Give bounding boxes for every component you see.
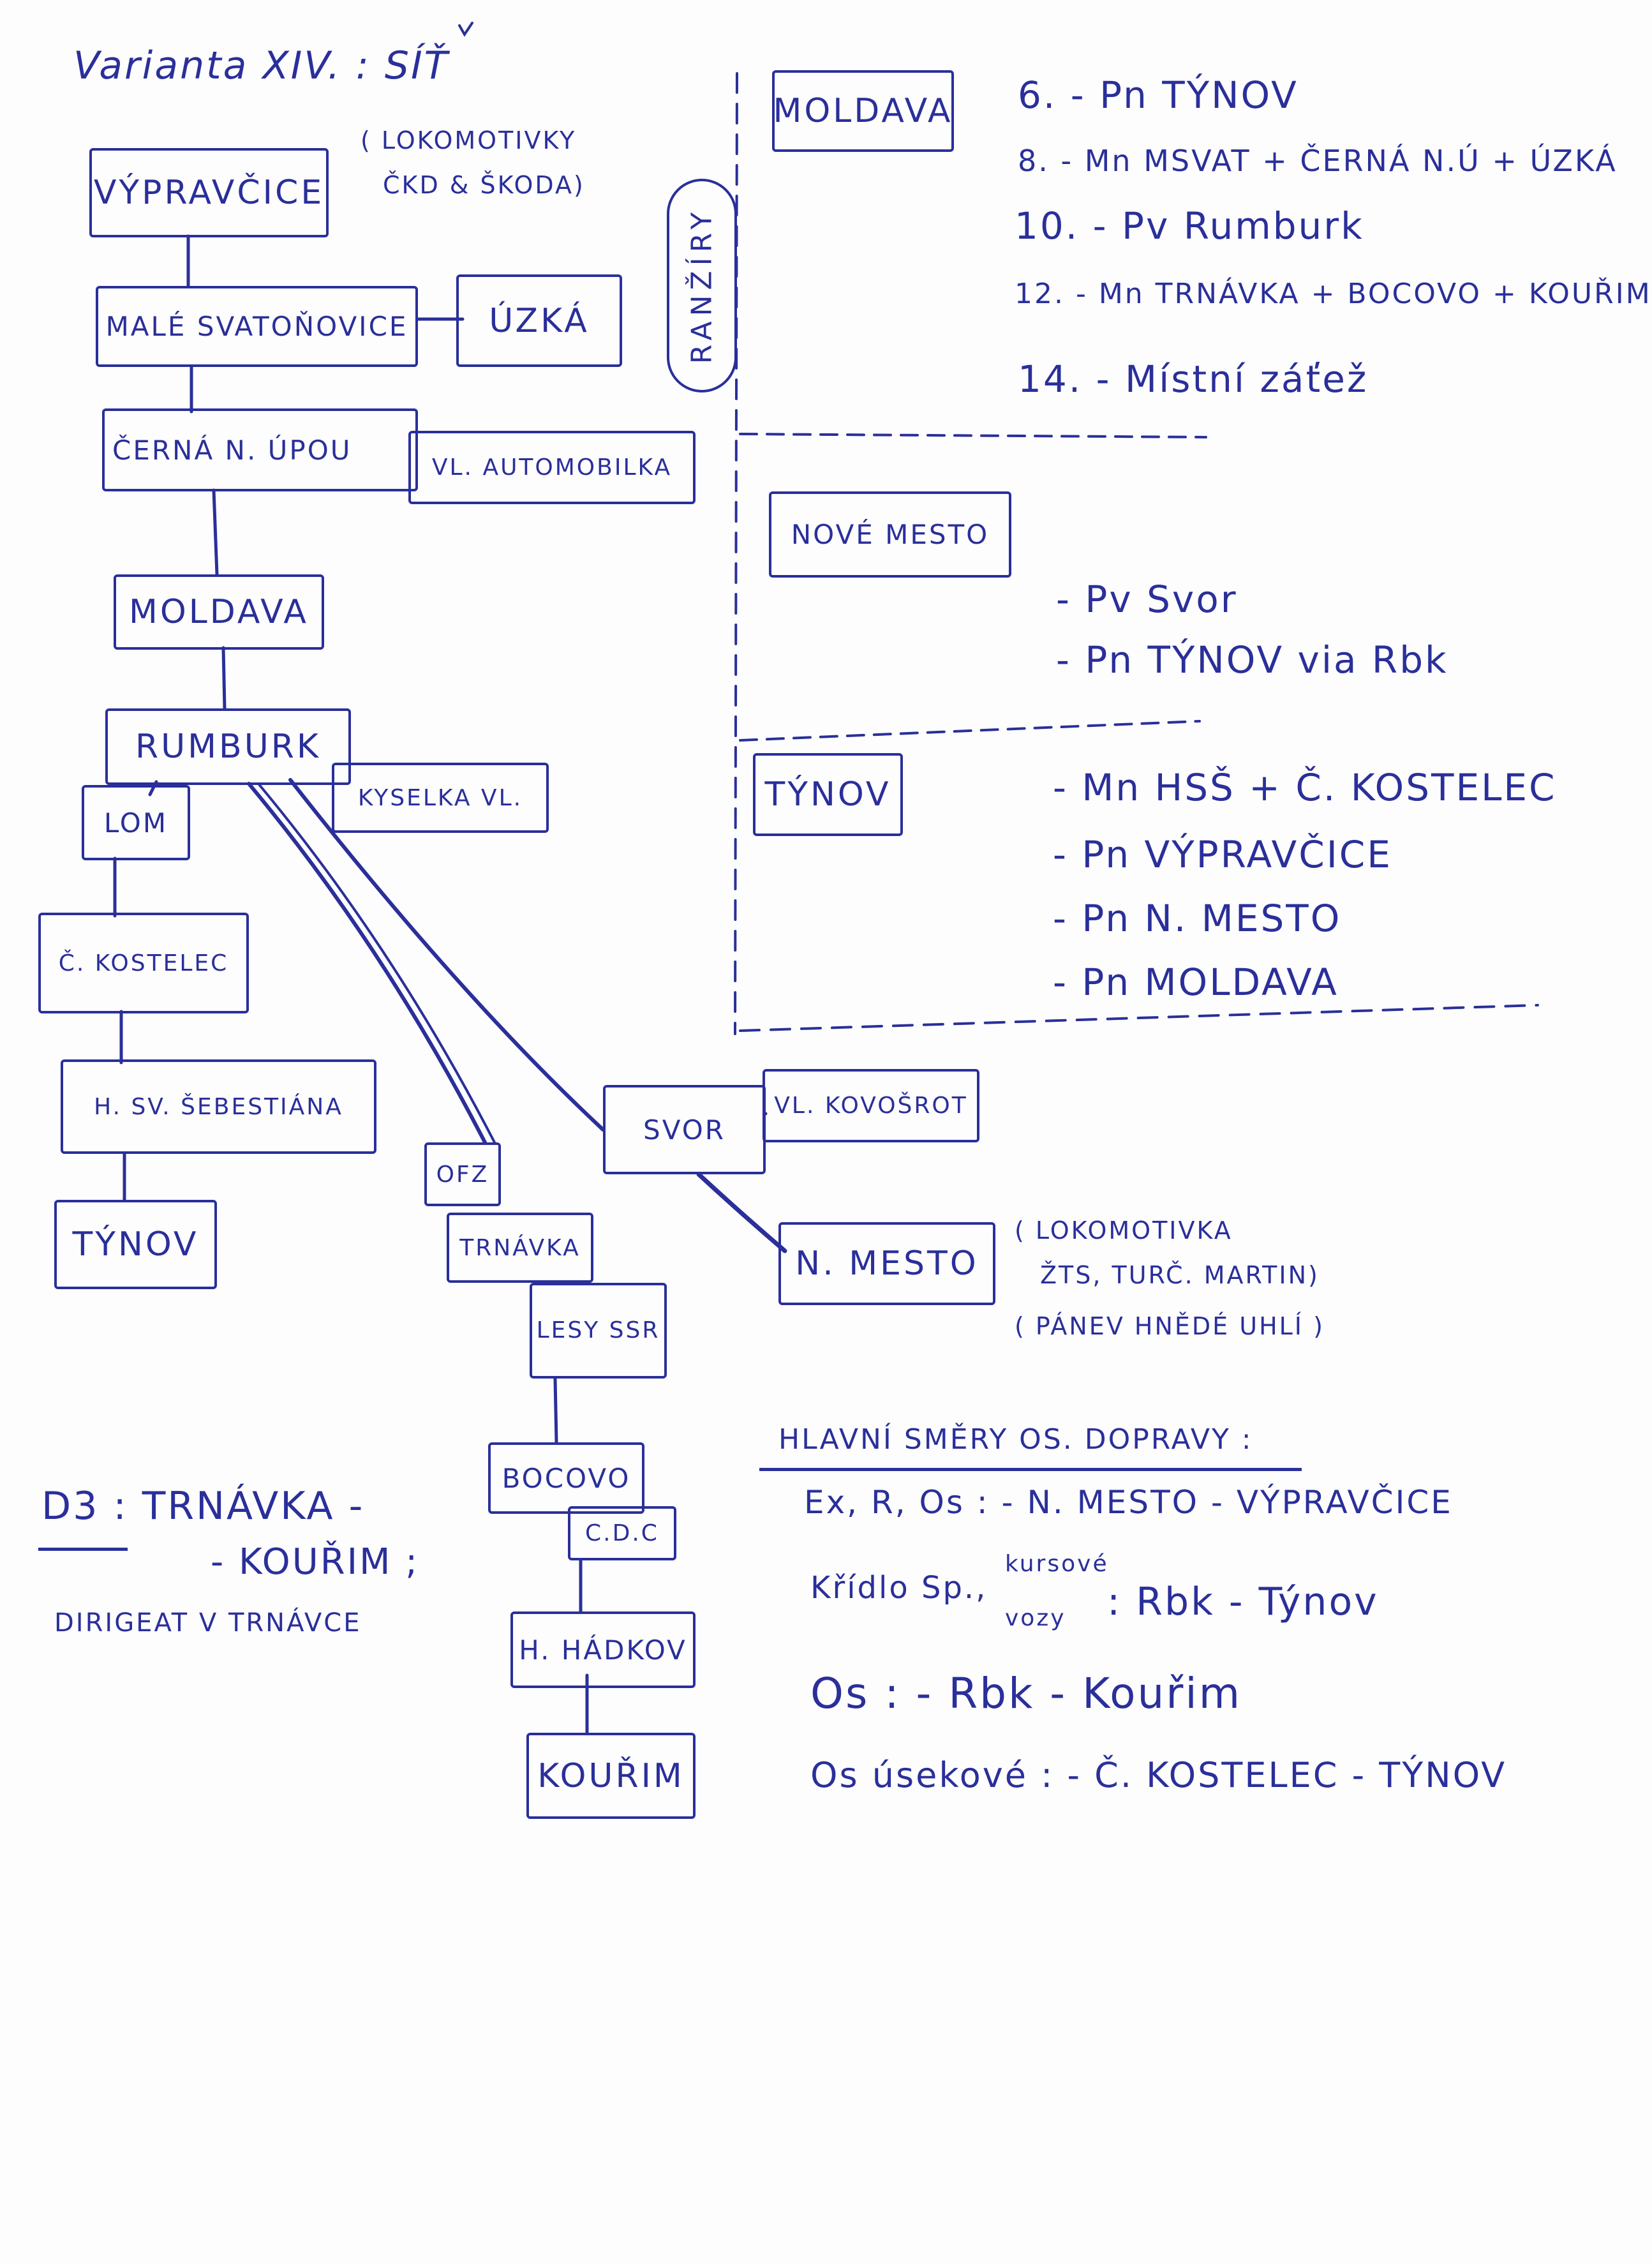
note-lokomotivka-1: ( LOKOMOTIVKA [1015, 1216, 1233, 1245]
traffic-heading: HLAVNÍ SMĚRY OS. DOPRAVY : [778, 1423, 1253, 1456]
station-cdc: C.D.C [568, 1506, 676, 1560]
station-uzka: ÚZKÁ [456, 274, 622, 367]
tynov-item: - Pn N. MESTO [1053, 897, 1342, 940]
traffic-line: : Rbk - Týnov [1107, 1580, 1379, 1624]
d3-note-line3: DIRIGEAT V TRNÁVCE [54, 1608, 362, 1638]
line-rumburk-svor [288, 778, 605, 1132]
line-cerna-moldava [212, 488, 219, 576]
moldava-item: 10. - Pv Rumburk [1015, 204, 1364, 248]
tynov-item: - Pn MOLDAVA [1053, 961, 1339, 1004]
note-lokomotivky-2: ČKD & ŠKODA) [383, 171, 585, 199]
note-panev: ( PÁNEV HNĚDÉ UHLÍ ) [1015, 1312, 1325, 1340]
depot-moldava: MOLDAVA [772, 70, 954, 152]
station-lesy-ssr: LESY SSR [530, 1283, 667, 1379]
title-hacek-mark [458, 22, 473, 37]
station-trnavka: TRNÁVKA [447, 1213, 593, 1283]
station-tynov-left: TÝNOV [54, 1200, 217, 1289]
tynov-item: - Pn VÝPRAVČICE [1053, 833, 1392, 876]
d3-note-line2: - KOUŘIM ; [211, 1541, 420, 1583]
station-vl-automobilka: VL. AUTOMOBILKA [408, 431, 696, 504]
station-svor: SVOR [603, 1085, 766, 1174]
station-kourim: KOUŘIM [526, 1733, 696, 1819]
d3-note-line1: D3 : TRNÁVKA - [41, 1484, 365, 1529]
nove-mesto-item: - Pn TÝNOV via Rbk [1056, 638, 1448, 682]
traffic-line: Křídlo Sp., [810, 1570, 988, 1606]
traffic-line: Ex, R, Os : - N. MESTO - VÝPRAVČICE [804, 1484, 1453, 1521]
station-rumburk: RUMBURK [105, 708, 351, 785]
line-rumburk-ofz [247, 782, 487, 1144]
station-moldava: MOLDAVA [114, 574, 324, 650]
moldava-item: 6. - Pn TÝNOV [1018, 73, 1299, 117]
traffic-line: Os : - Rbk - Kouřim [810, 1669, 1242, 1718]
station-bocovo: BOCOVO [488, 1442, 644, 1514]
traffic-heading-underline [759, 1468, 1302, 1471]
station-vypravcice: VÝPRAVČICE [89, 148, 329, 237]
line-lesy-bocovo [553, 1377, 558, 1444]
line-rumburk-ofz-2 [257, 782, 496, 1144]
note-lokomotivky-1: ( LOKOMOTIVKY [361, 126, 577, 154]
divider-horizontal-3 [739, 1004, 1539, 1032]
station-cerna: ČERNÁ N. ÚPOU [102, 408, 418, 491]
station-h-sv-sebestiana: H. SV. ŠEBESTIÁNA [61, 1059, 376, 1154]
station-lom: LOM [82, 785, 190, 860]
station-male-svatonovice: MALÉ SVATOŇOVICE [96, 286, 418, 367]
depot-nove-mesto: NOVÉ MESTO [769, 491, 1011, 578]
station-c-kostelec: Č. KOSTELEC [38, 913, 249, 1013]
station-h-hadkov: H. HÁDKOV [510, 1611, 696, 1688]
depot-tynov: TÝNOV [753, 753, 903, 836]
divider-horizontal-2 [739, 720, 1201, 742]
traffic-line: vozy [1005, 1605, 1066, 1631]
randziry-text: RANŽÍRY [685, 207, 718, 364]
station-kyselka: KYSELKA VL. [332, 763, 549, 833]
station-n-mesto: N. MESTO [778, 1222, 995, 1305]
station-ofz: OFZ [424, 1142, 501, 1206]
divider-horizontal-1 [739, 433, 1207, 438]
moldava-item: 14. - Místní záťež [1018, 357, 1369, 401]
line-svor-nmesto [696, 1172, 787, 1253]
line-moldava-rumburk [221, 646, 227, 710]
station-vl-kovosrot: VL. KOVOŠROT [763, 1069, 979, 1142]
page-title: Varianta XIV. : SÍŤ [73, 43, 450, 88]
d3-underline [38, 1548, 128, 1551]
traffic-line: Os úsekové : - Č. KOSTELEC - TÝNOV [810, 1755, 1507, 1795]
traffic-line: kursové [1005, 1551, 1109, 1577]
tynov-item: - Mn HSŠ + Č. KOSTELEC [1053, 766, 1557, 809]
moldava-item: 8. - Mn MSVAT + ČERNÁ N.Ú + ÚZKÁ [1018, 144, 1618, 178]
nove-mesto-item: - Pv Svor [1056, 578, 1238, 621]
randziry-label: RANŽÍRY [667, 179, 737, 392]
moldava-item: 12. - Mn TRNÁVKA + BOCOVO + KOUŘIM [1015, 278, 1652, 310]
note-lokomotivka-2: ŽTS, TURČ. MARTIN) [1040, 1261, 1320, 1289]
